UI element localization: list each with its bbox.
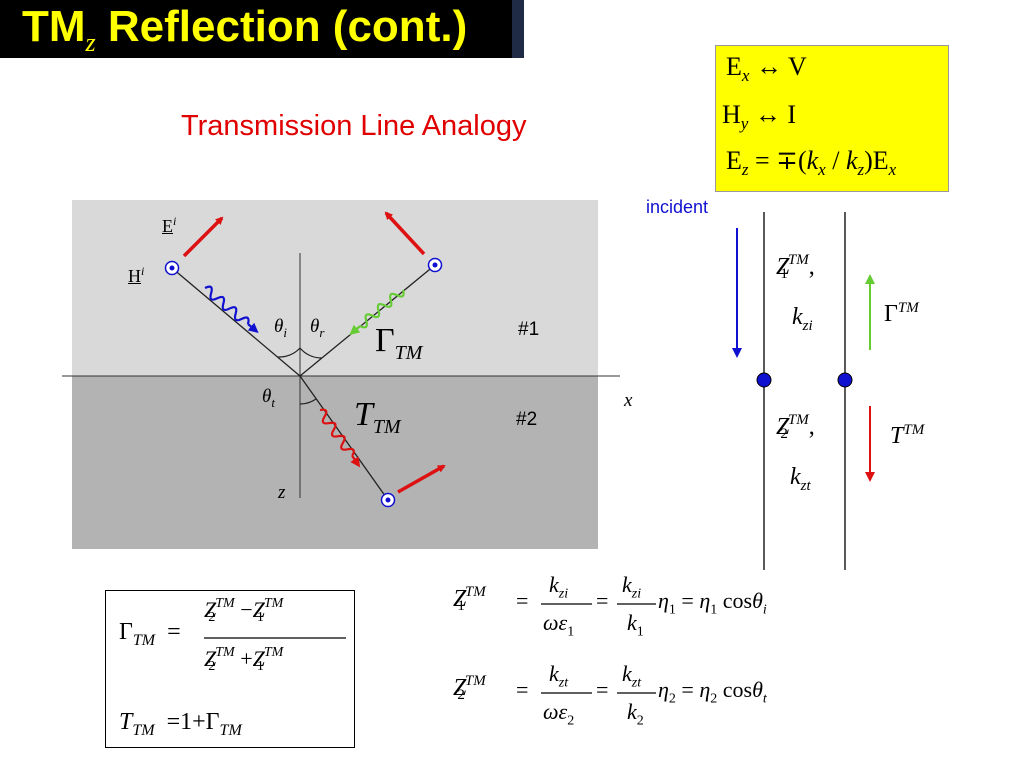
- z2-eq-2: =: [596, 677, 609, 702]
- slide-title: TMz Reflection (cont.): [22, 2, 467, 58]
- z2-num-1: kzt: [549, 661, 569, 691]
- gamma-tm-tline-label: ΓTM: [884, 300, 919, 327]
- tau-tm-label: TTM: [354, 396, 401, 438]
- gamma-tm-lhs: ΓTM =: [119, 619, 181, 649]
- region-2: [72, 376, 598, 549]
- z2-den-1: ωε2: [543, 699, 575, 729]
- transmitted-wave: [319, 408, 361, 468]
- mapping-box: Ex ↔ V Hy ↔ I Ez = ∓(kx / kz)Ex: [715, 45, 949, 192]
- x-axis-label: x: [624, 390, 633, 411]
- z2-eq-1: =: [516, 677, 529, 702]
- z2-den-2: k2: [627, 699, 644, 729]
- z1-formula-lhs: Z1TM: [453, 584, 486, 614]
- theta-r-arc: [299, 347, 323, 359]
- gamma-numerator: Z2TM −Z1TM: [204, 596, 284, 625]
- reflected-ray: [299, 264, 436, 377]
- z1-eq-1: =: [516, 588, 529, 613]
- tau-tm-tline-label: TTM: [890, 422, 925, 449]
- theta-t-label: θt: [262, 386, 275, 410]
- tau-tm-formula: TTM =1+ΓTM: [119, 709, 242, 739]
- gamma-tm-label: ΓTM: [375, 322, 423, 364]
- h-incident-label: Hi: [128, 264, 145, 286]
- mapping-hy-i: Hy ↔ I: [722, 100, 796, 134]
- h-field-dot-reflected: [427, 257, 443, 273]
- theta-i-label: θi: [274, 316, 287, 340]
- z1-den-1: ωε1: [543, 610, 575, 640]
- gamma-denominator: Z2TM +Z1TM: [204, 645, 284, 674]
- reflection-formula-box: ΓTM = Z2TM −Z1TM Z2TM +Z1TM TTM =1+ΓTM: [105, 590, 355, 748]
- z-axis-label: z: [278, 482, 286, 503]
- e-field-transmitted-arrow: [397, 464, 446, 494]
- subtitle: Transmission Line Analogy: [181, 110, 527, 142]
- title-bar-accent: [512, 0, 524, 58]
- z1-rhs: η1 = η1 cosθi: [658, 588, 767, 618]
- z1-num-1: kzi: [549, 572, 569, 602]
- e-field-reflected-arrow: [384, 211, 426, 256]
- tline-junction-right: [837, 372, 853, 388]
- e-incident-label: Ei: [162, 214, 177, 236]
- z1-tm-label: Z1TM,: [776, 252, 815, 282]
- theta-i-arc: [277, 347, 301, 358]
- z1-num-2: kzi: [622, 572, 642, 602]
- theta-r-label: θr: [310, 316, 325, 340]
- title-rest: Reflection (cont.): [107, 2, 468, 51]
- region-2-label: #2: [516, 409, 538, 430]
- z1-den-2: k1: [627, 610, 644, 640]
- reflected-wave: [349, 289, 405, 335]
- z2-num-2: kzt: [622, 661, 642, 691]
- kzi-label: kzi: [792, 304, 813, 334]
- title-bar: [0, 0, 524, 58]
- incident-wave: [204, 285, 259, 333]
- incident-label: incident: [646, 197, 709, 217]
- theta-t-arc: [299, 398, 317, 405]
- mapping-ez: Ez = ∓(kx / kz)Ex: [726, 146, 897, 180]
- h-field-dot-transmitted: [380, 492, 396, 508]
- incident-ray: [171, 267, 301, 377]
- z1-eq-2: =: [596, 588, 609, 613]
- tline-junction-left: [756, 372, 772, 388]
- z2-rhs: η2 = η2 cosθt: [658, 677, 767, 707]
- z2-formula-lhs: Z2TM: [453, 673, 486, 703]
- title-subscript: z: [85, 28, 96, 57]
- region-1-label: #1: [518, 319, 540, 340]
- h-field-dot-incident: [164, 260, 180, 276]
- z2-tm-label: Z2TM,: [776, 412, 815, 442]
- region-1: [72, 200, 598, 376]
- e-field-incident-arrow: [182, 216, 224, 258]
- kzt-label: kzt: [790, 464, 811, 494]
- title-main: TM: [22, 2, 86, 51]
- mapping-ex-v: Ex ↔ V: [726, 52, 807, 86]
